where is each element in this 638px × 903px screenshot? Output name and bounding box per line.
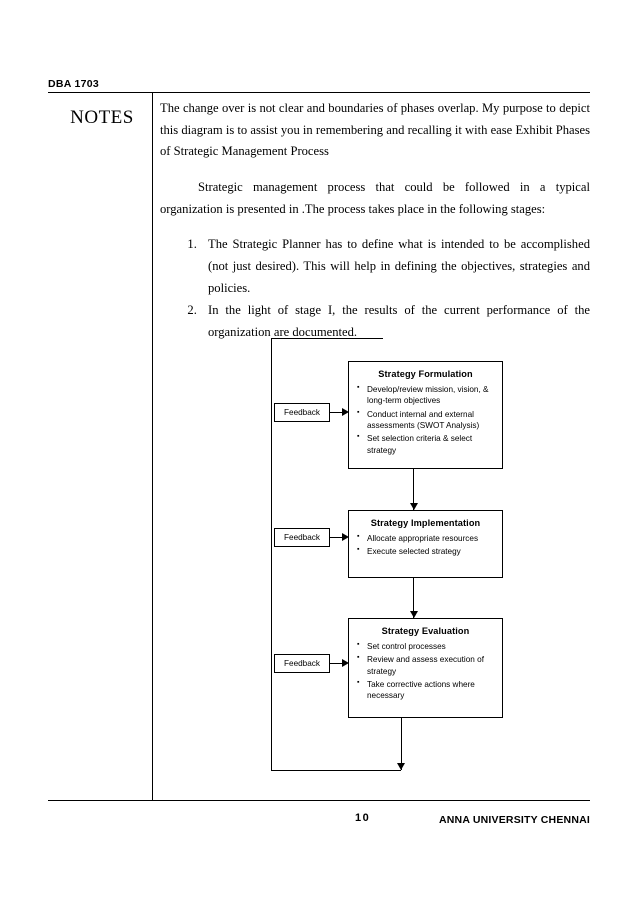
course-code-header: DBA 1703 — [48, 78, 100, 90]
body-content: The change over is not clear and boundar… — [160, 98, 590, 345]
list-item: The Strategic Planner has to define what… — [200, 234, 590, 299]
list-item: Review and assess execution of strategy — [357, 653, 496, 677]
feedback-box-2: Feedback — [274, 528, 330, 547]
box-item-list: Develop/review mission, vision, & long-t… — [349, 383, 502, 456]
feedback-2-connector — [330, 537, 343, 539]
margin-divider-rule — [152, 92, 154, 800]
list-item: Allocate appropriate resources — [357, 532, 496, 544]
feedback-box-3: Feedback — [274, 654, 330, 673]
connector-arrowhead-2 — [410, 611, 418, 618]
list-item: In the light of stage I, the results of … — [200, 300, 590, 343]
box-item-list: Allocate appropriate resources Execute s… — [349, 532, 502, 558]
paragraph-intro: The change over is not clear and boundar… — [160, 101, 590, 159]
page-number: 10 — [355, 812, 371, 824]
feedback-1-arrowhead — [342, 408, 349, 416]
feedback-2-arrowhead — [342, 533, 349, 541]
feedback-3-arrowhead — [342, 659, 349, 667]
paragraph-process: Strategic management process that could … — [160, 179, 590, 216]
list-item: Set control processes — [357, 640, 496, 652]
connector-implementation-to-evaluation — [413, 578, 415, 618]
box-strategy-evaluation: Strategy Evaluation Set control processe… — [348, 618, 503, 718]
connector-arrowhead-1 — [410, 503, 418, 510]
list-item: Conduct internal and external assessment… — [357, 408, 496, 432]
box-title: Strategy Evaluation — [381, 626, 470, 636]
process-stage-list: The Strategic Planner has to define what… — [160, 234, 590, 343]
footer-rule — [48, 800, 590, 802]
diagram-left-spine — [271, 338, 273, 771]
list-item: Take corrective actions where necessary — [357, 678, 496, 702]
connector-evaluation-to-bottom — [401, 718, 403, 770]
box-strategy-implementation: Strategy Implementation Allocate appropr… — [348, 510, 503, 578]
feedback-1-connector — [330, 412, 343, 414]
footer-institution: ANNA UNIVERSITY CHENNAI — [438, 814, 590, 826]
diagram-bottom-connector — [271, 770, 401, 772]
strategic-management-process-diagram: Feedback Strategy Formulation Develop/re… — [255, 338, 505, 783]
box-item-list: Set control processes Review and assess … — [349, 640, 502, 702]
list-item: Execute selected strategy — [357, 545, 496, 557]
list-item: Develop/review mission, vision, & long-t… — [357, 383, 496, 407]
notes-margin-label: NOTES — [70, 107, 134, 128]
connector-formulation-to-implementation — [413, 469, 415, 510]
box-title: Strategy Implementation — [370, 518, 481, 528]
feedback-box-1: Feedback — [274, 403, 330, 422]
diagram-top-connector — [271, 338, 383, 340]
list-item: Set selection criteria & select strategy — [357, 432, 496, 456]
header-rule — [48, 92, 590, 94]
box-title: Strategy Formulation — [378, 369, 473, 379]
feedback-3-connector — [330, 663, 343, 665]
box-strategy-formulation: Strategy Formulation Develop/review miss… — [348, 361, 503, 469]
